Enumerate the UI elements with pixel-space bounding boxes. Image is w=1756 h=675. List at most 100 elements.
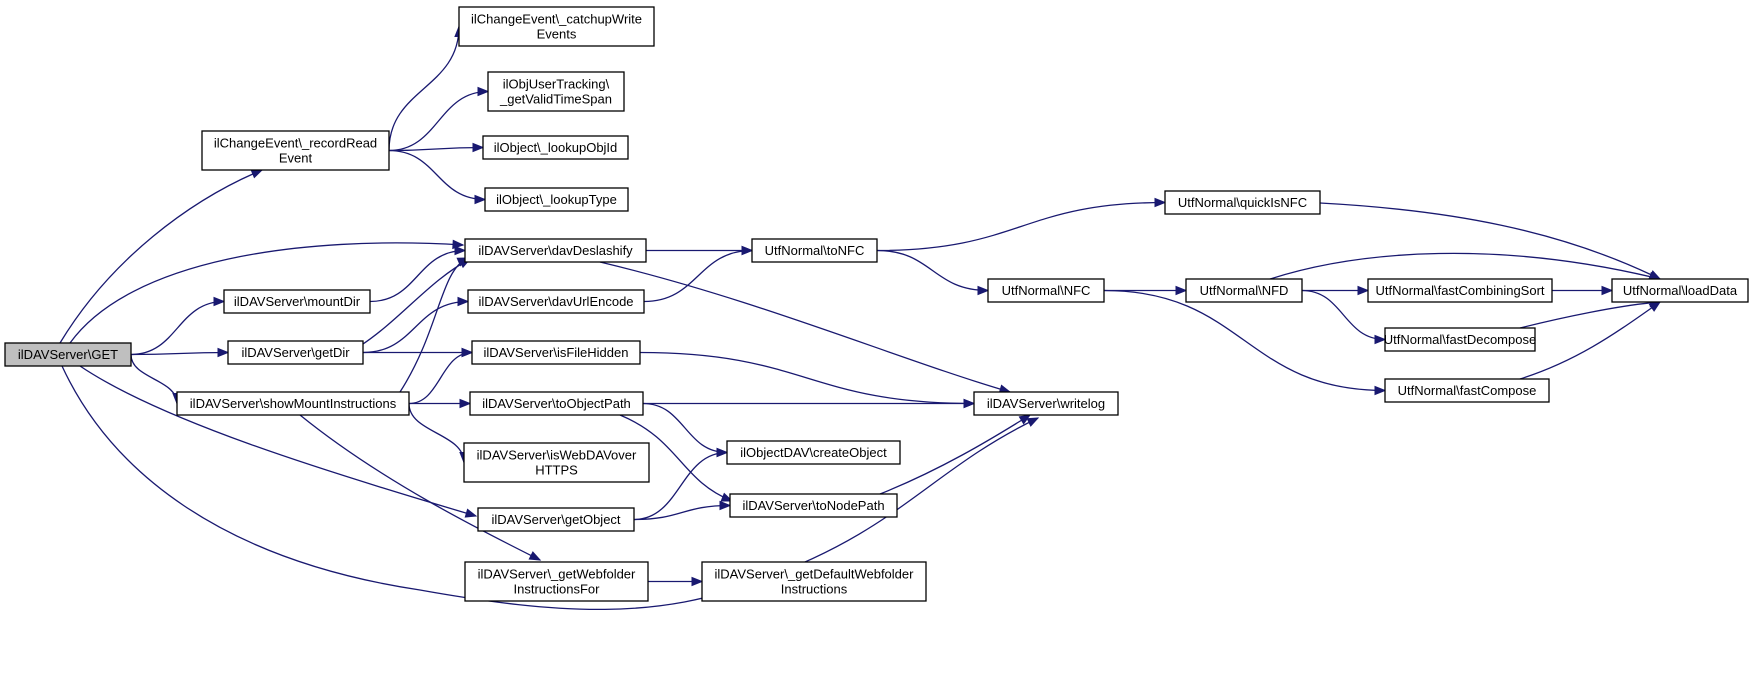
edge-recordRead-to-lookupType (388, 149, 487, 205)
edge-line (388, 90, 489, 152)
node-defaultWebfolder[interactable]: ilDAVServer\_getDefaultWebfolderInstruct… (701, 561, 927, 602)
node-box (469, 391, 644, 416)
edge-showMount-to-webfolder (299, 414, 542, 561)
edge-line (1519, 301, 1661, 380)
node-label: ilDAVServer\mountDir (234, 294, 361, 309)
node-box (1367, 278, 1553, 303)
arrowhead-icon (474, 194, 487, 205)
arrowhead-icon (213, 296, 226, 307)
edge-line (399, 257, 469, 393)
edge-line (408, 351, 473, 405)
edge-fastDecompose-to-loadData (1519, 298, 1662, 329)
node-box (487, 71, 625, 112)
edge-toObjectPath-to-writelog (643, 398, 976, 409)
edge-isHidden-to-writelog (639, 351, 976, 409)
node-toObjectPath[interactable]: ilDAVServer\toObjectPath (469, 391, 644, 416)
edge-urlEncode-to-toNFC (643, 245, 754, 303)
node-writelog[interactable]: ilDAVServer\writelog (973, 391, 1119, 416)
node-quickIsNFC[interactable]: UtfNormal\quickIsNFC (1164, 190, 1321, 215)
node-showMount[interactable]: ilDAVServer\showMountInstructions (176, 391, 410, 416)
edge-toNodePath-to-writelog (879, 414, 1032, 495)
edge-line (633, 451, 728, 521)
node-label: ilDAVServer\GET (18, 347, 118, 362)
arrowhead-icon (1374, 334, 1387, 345)
edge-line (362, 300, 469, 354)
edge-getDir-to-urlEncode (362, 296, 470, 354)
node-toNFC[interactable]: UtfNormal\toNFC (751, 238, 878, 263)
edge-get-to-writelog (61, 365, 1040, 611)
arrowhead-icon (716, 447, 729, 458)
node-lookupObjId[interactable]: ilObject\_lookupObjId (482, 135, 629, 160)
node-toNodePath[interactable]: ilDAVServer\toNodePath (729, 493, 898, 518)
edge-nfc-to-fastCompose (1103, 289, 1387, 396)
edge-showMount-to-deslashify (399, 257, 470, 393)
node-createObject[interactable]: ilObjectDAV\createObject (726, 440, 901, 465)
node-label: HTTPS (535, 463, 578, 478)
edge-line (642, 402, 728, 454)
arrowhead-icon (477, 86, 490, 97)
node-box (751, 238, 878, 263)
edge-line (130, 351, 229, 356)
arrowhead-icon (1026, 417, 1040, 427)
arrowhead-icon (963, 398, 976, 409)
arrowhead-icon (464, 508, 478, 518)
edge-line (1269, 252, 1661, 280)
node-mountDir[interactable]: ilDAVServer\mountDir (223, 289, 371, 314)
node-label: ilChangeEvent\_recordRead (214, 136, 377, 151)
arrowhead-icon (461, 347, 474, 358)
node-get[interactable]: ilDAVServer\GET (4, 342, 132, 367)
node-isHidden[interactable]: ilDAVServer\isFileHidden (471, 340, 641, 365)
node-getObject[interactable]: ilDAVServer\getObject (477, 507, 635, 532)
node-loadData[interactable]: UtfNormal\loadData (1611, 278, 1749, 303)
edge-line (876, 201, 1166, 252)
node-urlEncode[interactable]: ilDAVServer\davUrlEncode (467, 289, 645, 314)
edge-recordRead-to-validTime (388, 86, 490, 152)
node-box (176, 391, 410, 416)
edge-get-to-showMount (130, 354, 182, 405)
node-label: UtfNormal\fastDecompose (1384, 332, 1536, 347)
edge-deslashify-to-toNFC (645, 245, 754, 256)
node-nfc[interactable]: UtfNormal\NFC (987, 278, 1105, 303)
node-validTime[interactable]: ilObjUserTracking\_getValidTimeSpan (487, 71, 625, 112)
node-label: ilObject\_lookupObjId (494, 140, 618, 155)
arrowhead-icon (1357, 285, 1370, 296)
node-box (484, 187, 629, 212)
edge-line (633, 504, 731, 521)
node-box (1384, 378, 1550, 403)
edge-recordRead-to-catchup (388, 25, 464, 151)
node-deslashify[interactable]: ilDAVServer\davDeslashify (464, 238, 647, 263)
call-graph-edges (59, 25, 1662, 611)
arrowhead-icon (459, 398, 472, 409)
node-label: ilChangeEvent\_catchupWrite (471, 12, 642, 27)
call-graph-nodes: ilDAVServer\GET ilChangeEvent\_recordRead… (4, 6, 1749, 602)
node-label: ilDAVServer\davDeslashify (478, 243, 633, 258)
edge-line (879, 414, 1031, 495)
node-label: UtfNormal\fastCompose (1398, 383, 1537, 398)
edge-line (61, 365, 1039, 611)
edge-line (388, 149, 486, 201)
node-fastCombining[interactable]: UtfNormal\fastCombiningSort (1367, 278, 1553, 303)
edge-get-to-getDir (130, 347, 230, 358)
edge-line (639, 351, 975, 405)
edge-get-to-getObject (79, 365, 478, 518)
node-lookupType[interactable]: ilObject\_lookupType (484, 187, 629, 212)
node-box (458, 6, 655, 47)
node-label: ilObject\_lookupType (496, 192, 617, 207)
edge-nfd-to-fastCombining (1302, 285, 1370, 296)
edge-line (876, 249, 989, 292)
node-fastCompose[interactable]: UtfNormal\fastCompose (1384, 378, 1550, 403)
node-fastDecompose[interactable]: UtfNormal\fastDecompose (1384, 327, 1536, 352)
edge-line (130, 300, 225, 356)
node-label: ilDAVServer\getObject (491, 512, 620, 527)
edge-toNFC-to-quickIsNFC (876, 197, 1167, 252)
edge-line (408, 403, 465, 463)
edge-line (388, 146, 484, 152)
node-nfd[interactable]: UtfNormal\NFD (1185, 278, 1303, 303)
arrowhead-icon (1374, 385, 1387, 396)
node-box (4, 342, 132, 367)
node-getDir[interactable]: ilDAVServer\getDir (227, 340, 364, 365)
